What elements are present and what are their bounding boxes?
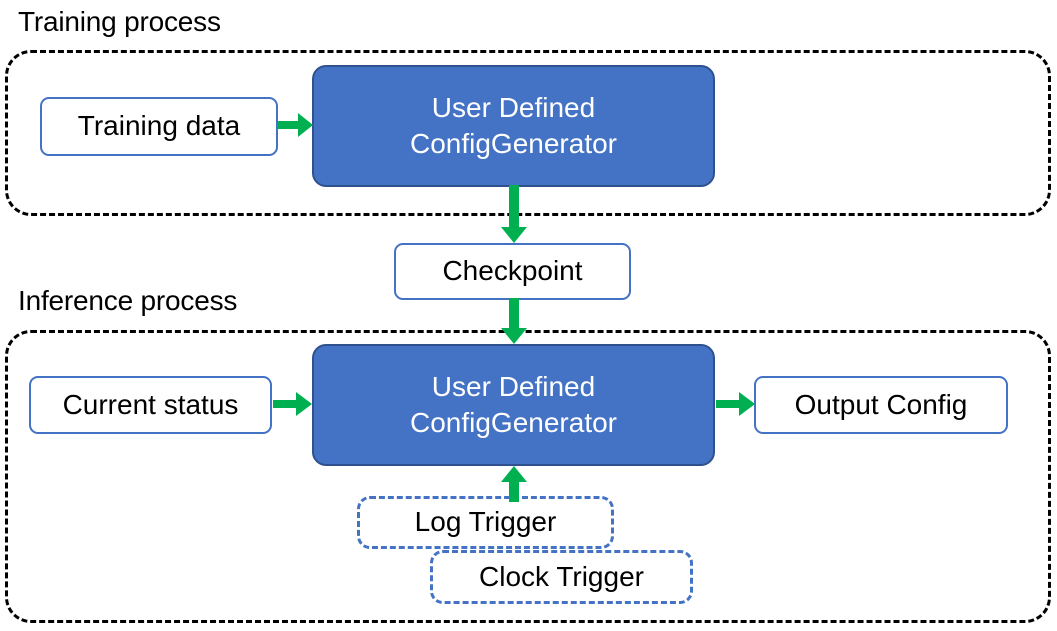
current-status-node[interactable]: Current status [29, 376, 272, 434]
arrow-checkpoint-to-generator-icon [500, 298, 528, 346]
inference-generator-line-1: User Defined [431, 370, 596, 402]
arrow-triggers-to-generator-icon [500, 466, 528, 502]
inference-generator-line-2: ConfigGenerator [409, 407, 617, 438]
checkpoint-node[interactable]: Checkpoint [394, 243, 631, 300]
inference-process-title: Inference process [18, 285, 238, 316]
inference-config-generator-node[interactable]: User Defined ConfigGenerator [312, 344, 715, 466]
clock-trigger-node[interactable]: Clock Trigger [430, 550, 693, 604]
training-generator-line-1: User Defined [431, 91, 596, 123]
training-config-generator-node[interactable]: User Defined ConfigGenerator [312, 65, 715, 187]
training-data-node[interactable]: Training data [40, 97, 278, 156]
inference-process-group [5, 330, 1051, 623]
arrow-current-status-to-generator-icon [273, 390, 313, 418]
output-config-node[interactable]: Output Config [754, 376, 1008, 434]
training-process-group [5, 50, 1051, 216]
arrow-training-data-to-generator-icon [278, 111, 314, 139]
arrow-generator-to-checkpoint-icon [500, 185, 528, 245]
arrow-generator-to-output-config-icon [716, 390, 756, 418]
training-generator-line-2: ConfigGenerator [409, 128, 617, 159]
training-process-title: Training process [18, 6, 221, 37]
log-trigger-node[interactable]: Log Trigger [357, 496, 614, 549]
